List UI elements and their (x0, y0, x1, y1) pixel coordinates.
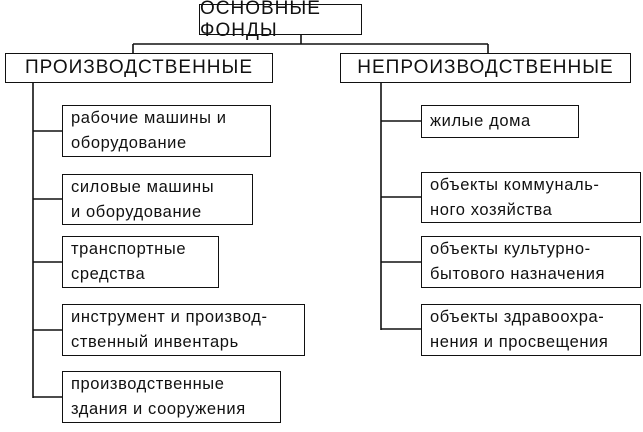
node-line: объекты коммуналь- (430, 175, 600, 194)
node-line: производственные (71, 375, 225, 393)
nonproductive-label: НЕПРОИЗВОДСТВЕННЫЕ (357, 57, 614, 78)
node-line: средства (71, 265, 146, 283)
node-tools-inventory: инструмент и производ- ственный инвентар… (62, 304, 305, 356)
node-line: оборудование (71, 134, 187, 152)
nonproductive-node: НЕПРОИЗВОДСТВЕННЫЕ (340, 53, 631, 83)
productive-node: ПРОИЗВОДСТВЕННЫЕ (5, 53, 273, 83)
node-line: ственный инвентарь (71, 333, 239, 351)
node-power-machines: силовые машины и оборудование (62, 174, 253, 225)
node-communal: объекты коммуналь- ного хозяйства (421, 172, 641, 223)
node-line: объекты здравоохра- (430, 308, 605, 326)
node-line: ного хозяйства (430, 200, 553, 219)
node-line: и оборудование (71, 202, 202, 221)
node-line: жилые дома (430, 112, 531, 130)
node-line: транспортные (71, 240, 187, 258)
node-line: нения и просвещения (430, 333, 609, 351)
root-label: ОСНОВНЫЕ ФОНДЫ (200, 0, 321, 41)
root-node: ОСНОВНЫЕ ФОНДЫ (199, 0, 362, 41)
node-working-machines: рабочие машины и оборудование (62, 105, 271, 157)
node-line: здания и сооружения (71, 400, 246, 418)
node-cultural: объекты культурно- бытового назначения (421, 236, 641, 288)
node-buildings: производственные здания и сооружения (62, 371, 281, 423)
node-transport: транспортные средства (62, 236, 219, 288)
node-line: инструмент и производ- (71, 308, 268, 326)
node-line: объекты культурно- (430, 240, 591, 258)
node-line: рабочие машины и (71, 109, 227, 127)
node-health-education: объекты здравоохра- нения и просвещения (421, 304, 641, 356)
node-line: силовые машины (71, 177, 215, 196)
node-line: бытового назначения (430, 265, 606, 283)
node-housing: жилые дома (421, 105, 579, 138)
productive-label: ПРОИЗВОДСТВЕННЫЕ (24, 57, 254, 78)
